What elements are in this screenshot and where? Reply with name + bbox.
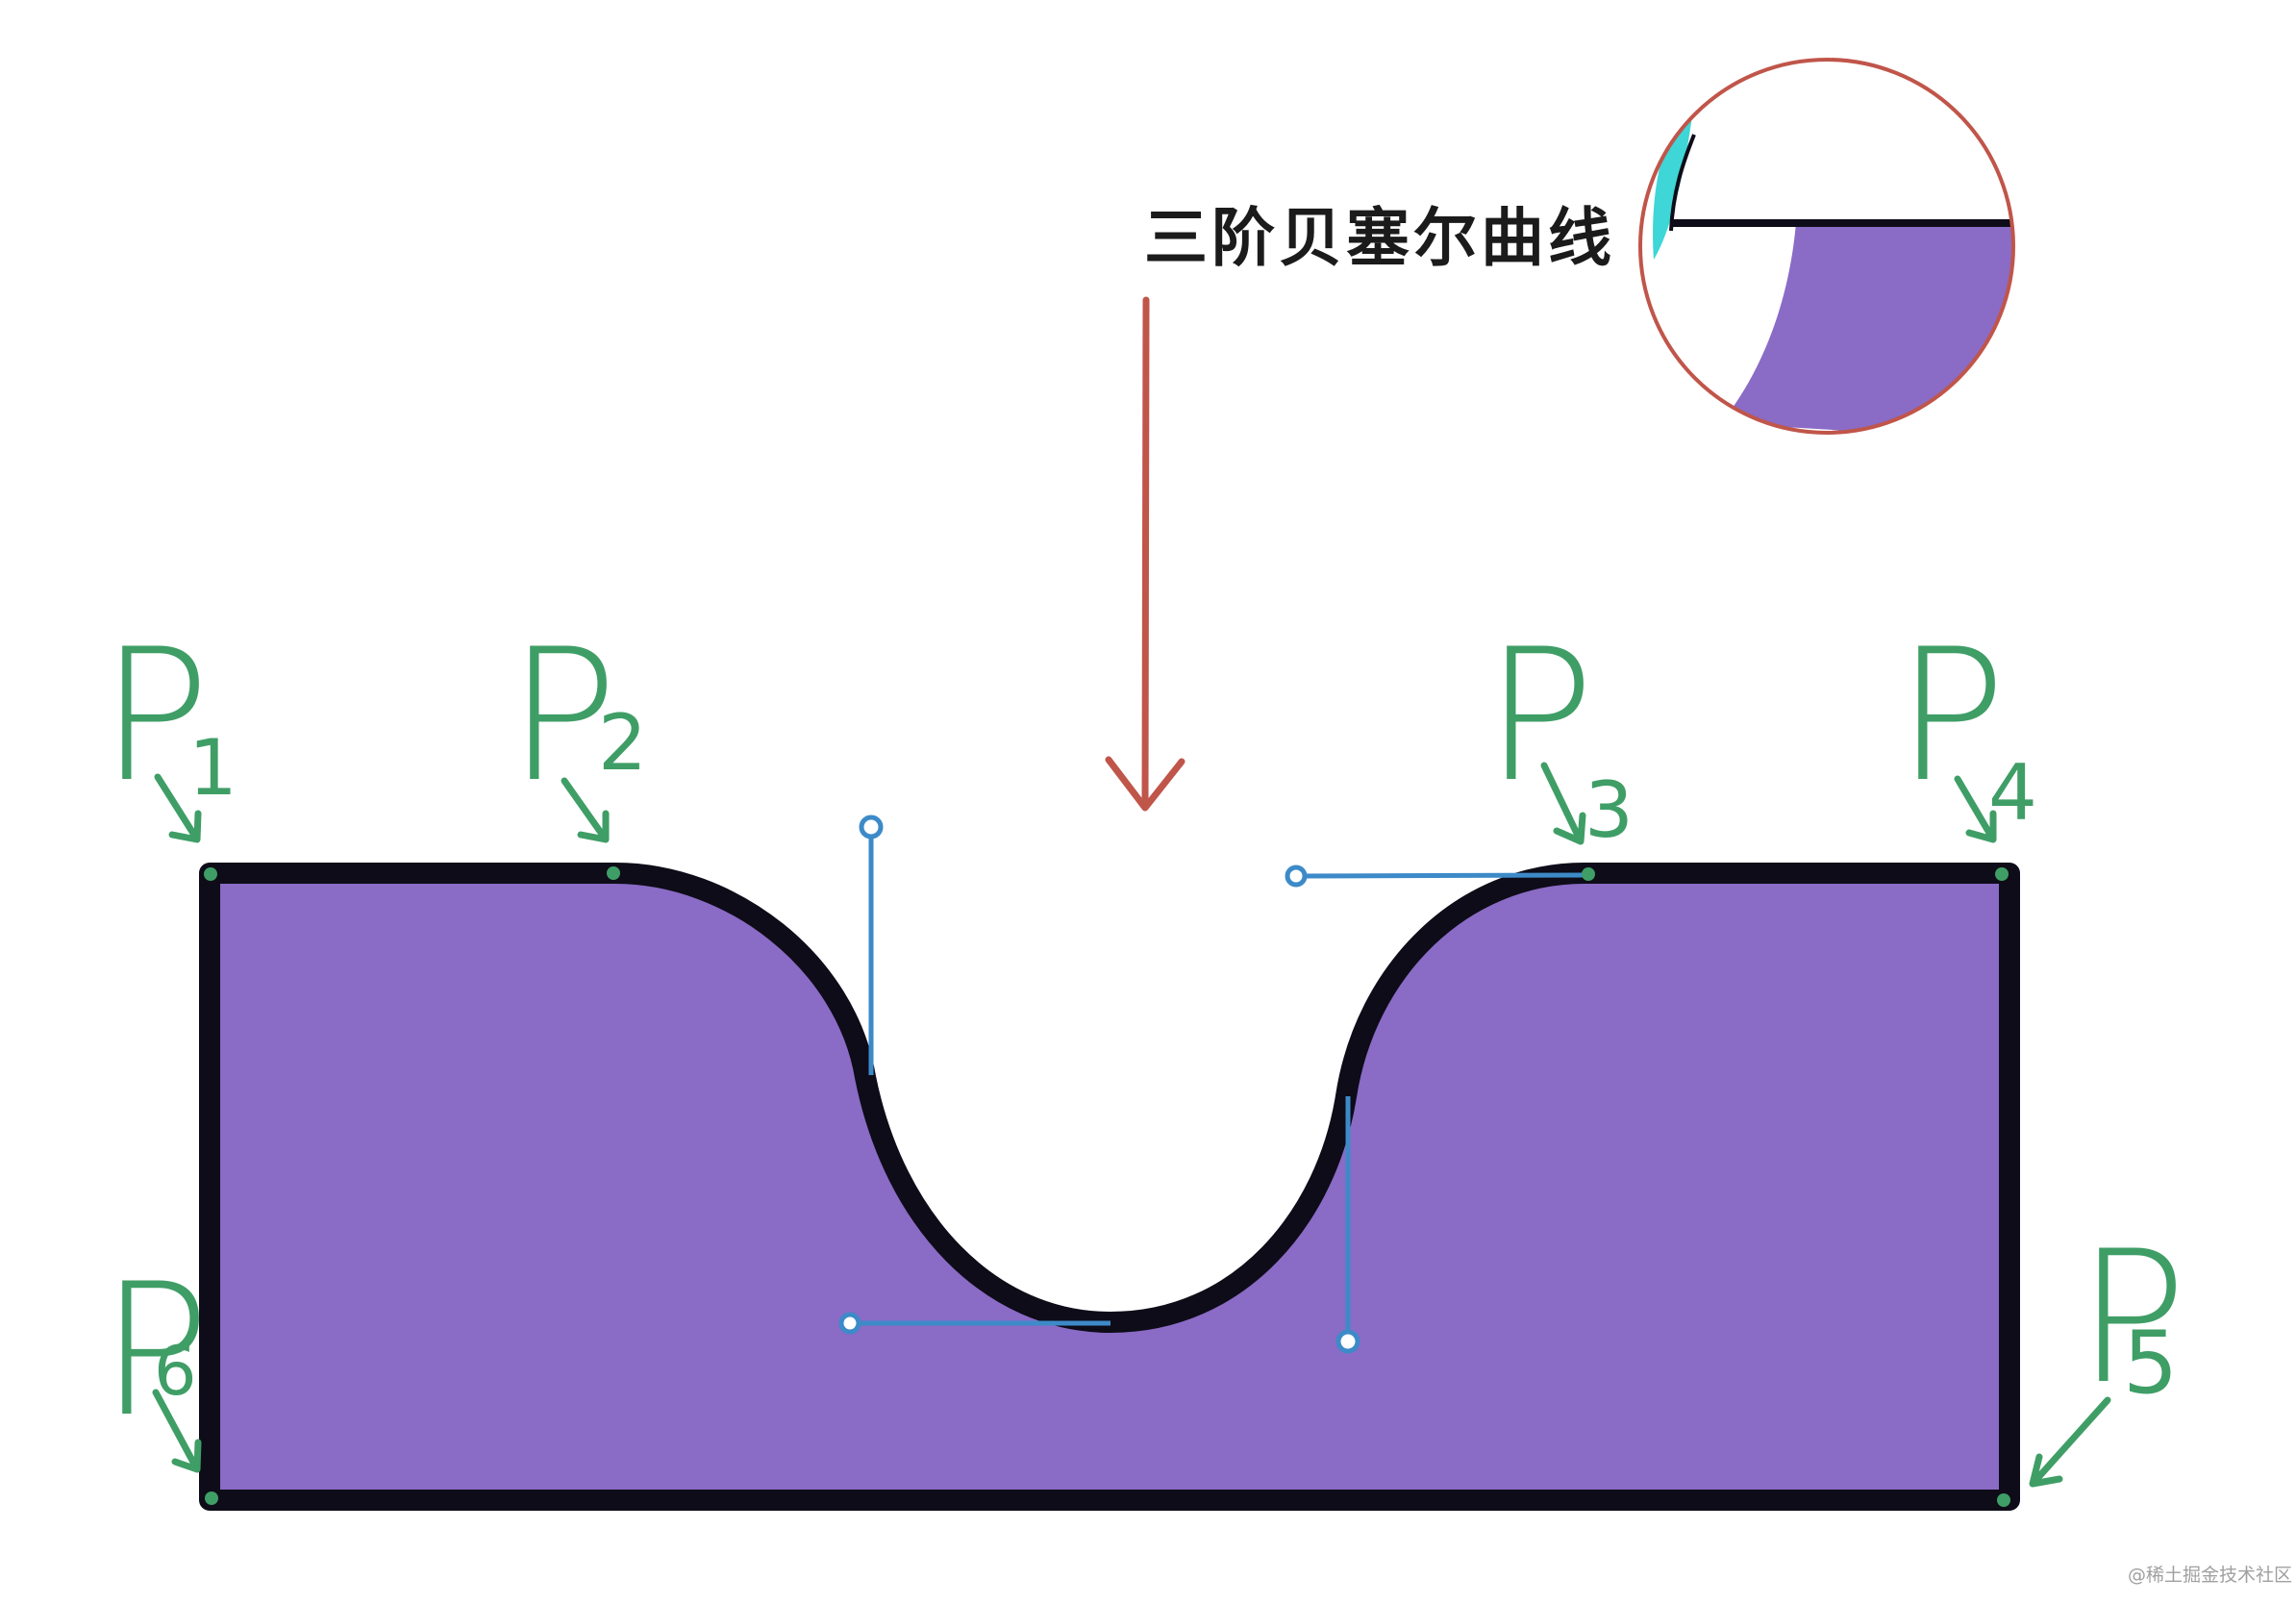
arrow-p2 bbox=[561, 777, 610, 843]
vertex-dots bbox=[204, 866, 2010, 1507]
handle-line-right-top bbox=[1295, 872, 1585, 879]
handle-node-left-top bbox=[859, 815, 884, 840]
vertex-dot-p6 bbox=[205, 1491, 218, 1505]
vertex-dot-p3 bbox=[1582, 867, 1595, 881]
label-p3-index: 3 bbox=[1585, 765, 1634, 855]
handle-node-right-bottom bbox=[1335, 1329, 1360, 1354]
vertex-dot-p5 bbox=[1997, 1493, 2010, 1507]
label-p4-letter: P bbox=[1896, 610, 2007, 822]
arrow-p6 bbox=[152, 1389, 202, 1473]
zoom-inset bbox=[1638, 58, 2015, 435]
handle-node-bottom bbox=[838, 1312, 861, 1335]
label-p2-index: 2 bbox=[598, 698, 647, 788]
red-arrow bbox=[1105, 296, 1185, 812]
vertex-dot-p4 bbox=[1995, 867, 2009, 881]
watermark: @稀土掘金技术社区 bbox=[2127, 1565, 2292, 1586]
diagram-title: 三阶贝塞尔曲线 bbox=[1144, 201, 1615, 275]
arrow-p1 bbox=[154, 773, 202, 843]
red-arrow-shaft bbox=[1141, 296, 1150, 810]
zoom-dark-stroke bbox=[1669, 134, 1696, 232]
arrow-p4 bbox=[1954, 775, 1997, 843]
zoom-cyan-accent bbox=[1653, 106, 1692, 260]
arrow-p3 bbox=[1540, 762, 1586, 845]
label-p1-index: 1 bbox=[188, 723, 237, 813]
notched-shape bbox=[199, 863, 2020, 1511]
handle-node-right-top bbox=[1285, 865, 1308, 888]
label-p2-letter: P bbox=[508, 610, 618, 822]
zoom-inset-border bbox=[1638, 58, 2015, 435]
pointer-arrows bbox=[152, 762, 2111, 1488]
label-p6-letter: P bbox=[100, 1244, 211, 1457]
label-p5-index: 5 bbox=[2123, 1313, 2178, 1414]
red-arrow-head bbox=[1105, 756, 1185, 812]
label-p1-letter: P bbox=[100, 610, 211, 822]
label-p5-letter: P bbox=[2077, 1212, 2187, 1424]
label-p3-letter: P bbox=[1485, 610, 1595, 822]
vertex-dot-p2 bbox=[607, 866, 620, 880]
vertex-dot-p1 bbox=[204, 867, 217, 881]
arrow-p5 bbox=[2029, 1396, 2111, 1488]
control-handles bbox=[838, 815, 1585, 1354]
